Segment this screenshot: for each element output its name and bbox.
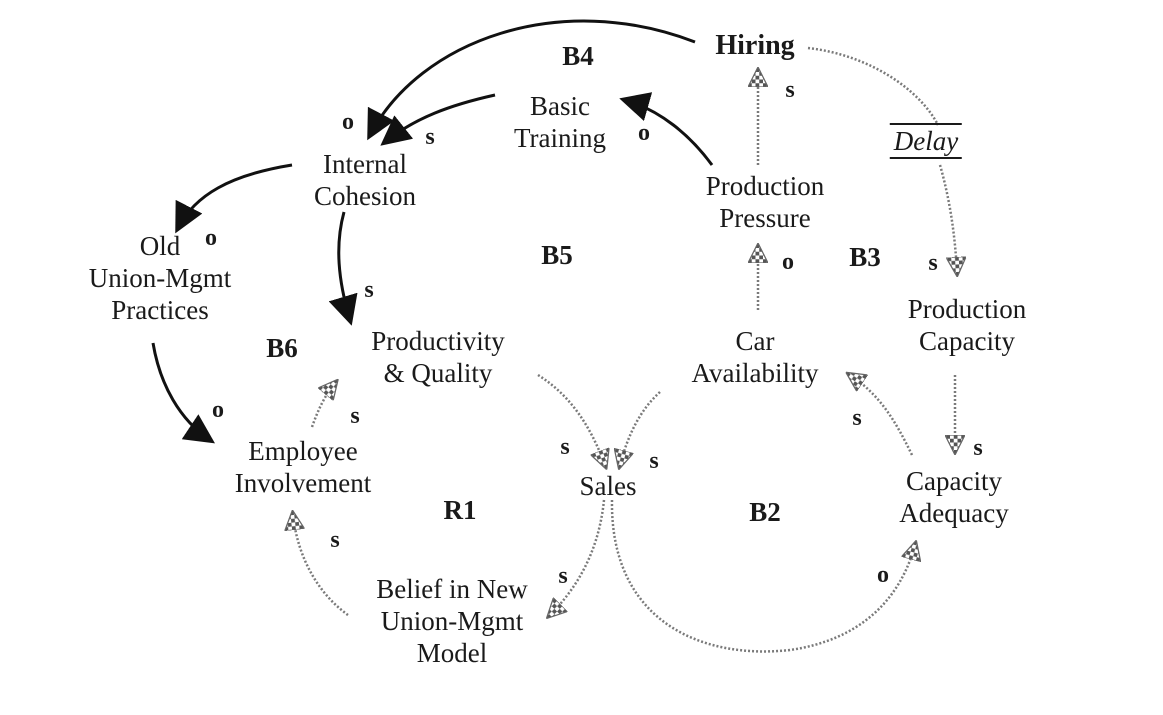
delay-marker: Delay (889, 123, 963, 159)
node-availability-line1: Car (735, 326, 775, 356)
node-adequacy-line1: Capacity (906, 466, 1002, 496)
loop-label-r1: R1 (443, 495, 477, 525)
link-availability-to-sales (620, 391, 661, 465)
node-basic-training-line1: Basic (530, 91, 590, 121)
link-hiring-to-cohesion (367, 19, 696, 141)
polarity-old-to-involvement: o (212, 397, 224, 423)
node-productivity-line2: & Quality (383, 358, 493, 388)
polarity-cohesion-to-old: o (205, 225, 217, 251)
node-productivity-quality: Productivity & Quality (371, 325, 505, 389)
node-capacity-adequacy: Capacity Adequacy (899, 465, 1008, 529)
node-capacity-line1: Production (907, 294, 1027, 324)
polarity-availability-to-sales: s (649, 448, 659, 474)
link-pressure-to-training (619, 92, 714, 166)
node-belief-line2: Union-Mgmt (380, 606, 524, 636)
node-production-capacity: Production Capacity (908, 293, 1027, 357)
loop-label-b5: B5 (541, 240, 573, 270)
node-belief-new-model: Belief in New Union-Mgmt Model (376, 573, 527, 669)
link-old-to-involvement (151, 342, 215, 444)
polarity-hiring-to-cohesion: o (342, 109, 354, 135)
node-pressure-line2: Pressure (719, 203, 811, 233)
polarity-involvement-to-productivity: s (350, 403, 360, 429)
loop-label-b6: B6 (266, 333, 298, 363)
node-belief-line1: Belief in New (376, 574, 528, 604)
polarity-belief-to-involvement: s (330, 527, 340, 553)
polarity-pressure-to-hiring: s (785, 77, 795, 103)
link-belief-to-involvement (293, 515, 349, 617)
link-adequacy-to-availability (850, 375, 914, 456)
node-basic-training: Basic Training (514, 90, 606, 154)
delay-bar-bottom (889, 157, 963, 159)
polarity-availability-to-pressure: o (782, 249, 794, 275)
node-old-practices-line1: Old (139, 231, 181, 261)
polarity-capacity-to-adequacy: s (973, 435, 983, 461)
polarity-adequacy-to-availability: s (852, 405, 862, 431)
node-old-practices-line3: Practices (111, 295, 209, 325)
link-sales-to-adequacy (610, 499, 915, 653)
polarity-productivity-to-sales: s (560, 434, 570, 460)
node-sales-label: Sales (579, 471, 637, 501)
link-training-to-cohesion (380, 93, 496, 146)
link-cohesion-to-old (175, 163, 293, 234)
link-productivity-to-sales (537, 373, 605, 465)
node-adequacy-line2: Adequacy (899, 498, 1009, 528)
node-hiring: Hiring (715, 30, 794, 62)
loop-label-b2: B2 (749, 497, 781, 527)
node-internal-cohesion: Internal Cohesion (314, 148, 416, 212)
node-involvement-line2: Involvement (234, 468, 372, 498)
node-capacity-line2: Capacity (919, 326, 1015, 356)
node-hiring-label: Hiring (715, 30, 795, 61)
loop-label-b4: B4 (562, 41, 594, 71)
node-internal-cohesion-line2: Cohesion (313, 181, 417, 211)
polarity-pressure-to-training: o (638, 120, 650, 146)
polarity-delay-to-capacity: s (928, 250, 938, 276)
link-hiring-to-delay (807, 46, 940, 126)
node-internal-cohesion-line1: Internal (323, 149, 407, 179)
node-basic-training-line2: Training (513, 123, 607, 153)
node-sales: Sales (580, 470, 637, 502)
link-delay-to-capacity (938, 164, 957, 272)
node-involvement-line1: Employee (248, 436, 358, 466)
polarity-sales-to-belief: s (558, 563, 568, 589)
polarity-cohesion-to-productivity: s (364, 277, 374, 303)
node-employee-involvement: Employee Involvement (235, 435, 371, 499)
node-old-practices-line2: Union-Mgmt (88, 263, 232, 293)
node-productivity-line1: Productivity (371, 326, 505, 356)
node-pressure-line1: Production (705, 171, 825, 201)
node-old-practices: Old Union-Mgmt Practices (89, 230, 232, 326)
link-involvement-to-productivity (310, 383, 335, 428)
delay-bar-top (889, 123, 963, 125)
link-cohesion-to-productivity (328, 211, 358, 326)
polarity-sales-to-adequacy: o (877, 562, 889, 588)
polarity-training-to-cohesion: s (425, 124, 435, 150)
node-belief-line3: Model (416, 638, 488, 668)
link-sales-to-belief (550, 499, 606, 615)
node-availability-line2: Availability (691, 358, 819, 388)
node-production-pressure: Production Pressure (706, 170, 825, 234)
delay-label: Delay (893, 126, 959, 156)
loop-label-b3: B3 (849, 242, 881, 272)
node-car-availability: Car Availability (692, 325, 819, 389)
